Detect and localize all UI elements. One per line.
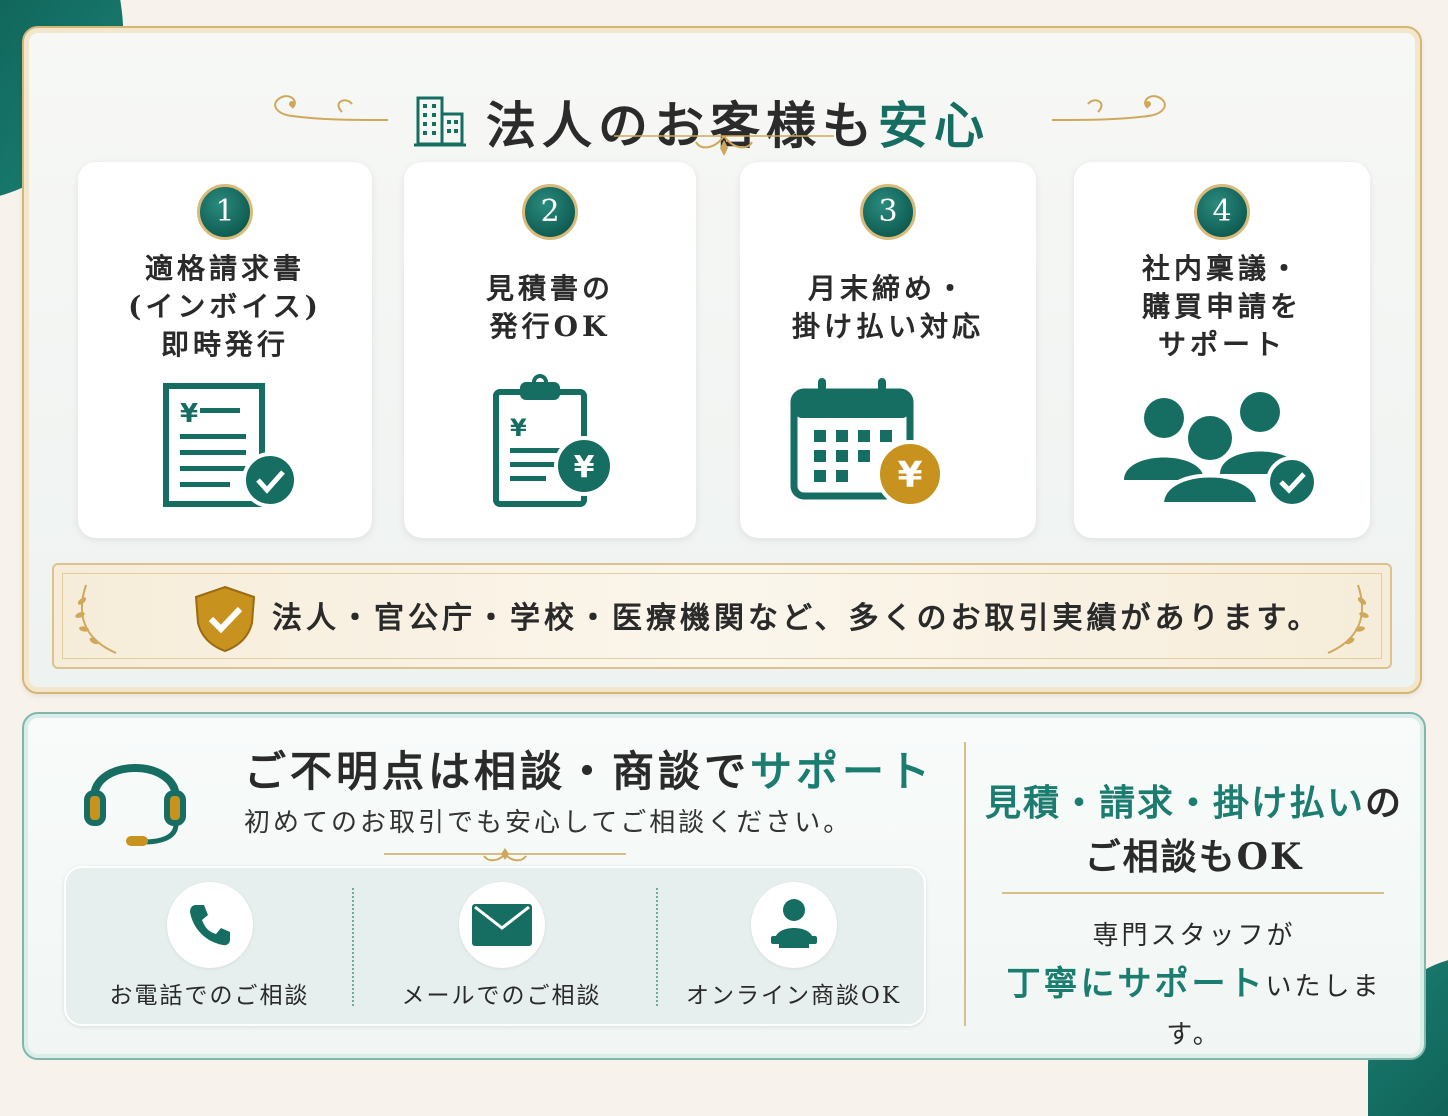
laurel-right-icon	[1327, 584, 1369, 654]
feature-label: 社内稟議・ 購買申請を サポート	[1141, 252, 1302, 361]
phone-icon-circle	[166, 882, 253, 968]
feature-label: 見積書の 発行OK	[485, 272, 614, 343]
corporate-panel: 法人のお客様も安心 1 適格請求書 (インボイス) 即時発行 ¥	[22, 26, 1422, 694]
online-icon-circle	[750, 882, 837, 968]
banner-border	[62, 573, 1382, 659]
divider	[1002, 892, 1384, 894]
calendar-yen-icon: ¥	[790, 378, 944, 508]
svg-text:¥: ¥	[574, 450, 595, 485]
consultation-panel: ご不明点は相談・商談でサポート 初めてのお取引でも安心してご相談ください。 お電…	[22, 712, 1426, 1060]
divider	[352, 888, 354, 1006]
page-title: 法人のお客様も安心	[486, 96, 990, 155]
invoice-check-icon: ¥	[163, 383, 298, 508]
feature-label: 適格請求書 (インボイス) 即時発行	[128, 252, 322, 361]
contact-mail[interactable]: メールでのご相談	[358, 868, 645, 1028]
consultation-subtitle: 初めてのお取引でも安心してご相談ください。	[244, 808, 853, 838]
building-icon	[414, 96, 466, 147]
contact-label: メールでのご相談	[401, 983, 602, 1009]
feature-card: 2 見積書の 発行OK ¥ ¥	[404, 162, 696, 538]
headset-icon	[84, 764, 186, 846]
people-check-icon	[1124, 392, 1318, 508]
gold-ornament-center	[614, 135, 834, 156]
side-heading: 見積・請求・掛け払いの ご相談もOK	[984, 782, 1404, 878]
laurel-left-icon	[75, 584, 117, 654]
number-badge: 1	[197, 184, 253, 240]
feature-card: 3 月末締め・ 掛け払い対応 ¥	[740, 162, 1036, 538]
feature-label: 月末締め・ 掛け払い対応	[791, 272, 984, 343]
consultation-title: ご不明点は相談・商談でサポート	[244, 747, 935, 796]
divider	[964, 742, 966, 1026]
mail-icon-circle	[458, 882, 545, 968]
feature-card: 1 適格請求書 (インボイス) 即時発行 ¥	[78, 162, 372, 538]
contact-label: お電話でのご相談	[109, 983, 310, 1009]
shield-check-icon	[194, 585, 256, 653]
panel-heading: 法人のお客様も安心	[24, 56, 1420, 155]
svg-text:¥: ¥	[897, 455, 922, 496]
divider	[656, 888, 658, 1006]
feature-card: 4 社内稟議・ 購買申請を サポート	[1074, 162, 1370, 538]
contact-phone[interactable]: お電話でのご相談	[66, 868, 353, 1028]
mail-icon	[471, 904, 532, 946]
gold-flourish-left	[274, 95, 389, 121]
number-badge: 2	[522, 184, 578, 240]
number-badge: 3	[860, 184, 916, 240]
svg-text:¥: ¥	[510, 414, 527, 442]
track-record-banner: 法人・官公庁・学校・医療機関など、多くのお取引実績があります。	[52, 563, 1392, 669]
contact-label: オンライン商談OK	[685, 983, 902, 1009]
number-badge: 4	[1194, 184, 1250, 240]
contact-online[interactable]: オンライン商談OK	[650, 868, 937, 1028]
gold-flourish-right	[1051, 95, 1166, 121]
side-subtext: 専門スタッフが 丁寧にサポートいたします。	[1006, 921, 1382, 1050]
clipboard-yen-icon: ¥ ¥	[493, 374, 614, 507]
online-meeting-icon	[770, 899, 817, 948]
svg-text:¥: ¥	[180, 399, 198, 429]
phone-icon	[189, 905, 230, 946]
track-record-text: 法人・官公庁・学校・医療機関など、多くのお取引実績があります。	[272, 601, 1322, 636]
contact-options: お電話でのご相談 メールでのご相談 オンライン商談OK	[64, 866, 926, 1026]
gold-ornament-small	[384, 848, 626, 862]
